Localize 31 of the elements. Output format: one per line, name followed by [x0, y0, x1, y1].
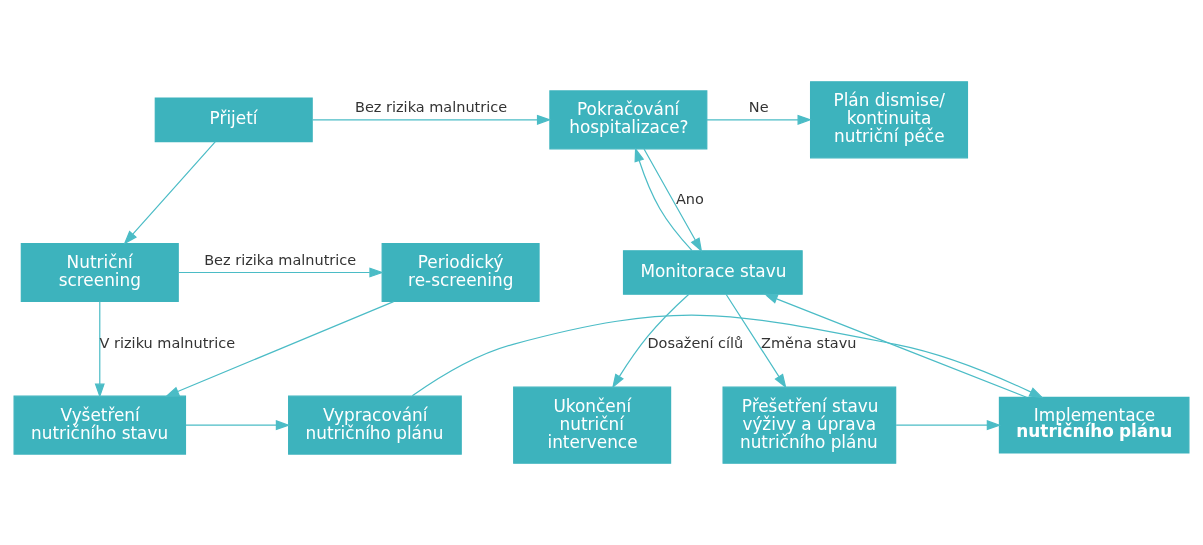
arrow — [895, 420, 1002, 431]
arrow — [94, 301, 105, 399]
edge-label: Ne — [748, 99, 769, 116]
edge-label: Ano — [675, 191, 704, 208]
node-box: Plán dismise/ kontinuita nutriční péče — [809, 81, 969, 159]
node-box: Vypracování nutričního plánu — [288, 395, 462, 455]
node-box: Vyšetření nutričního stavu — [13, 395, 187, 455]
node-box: Periodický re-screening — [381, 242, 540, 303]
edge-label: Bez rizika malnutrice — [204, 251, 357, 268]
edge-label: Dosažení cílů — [647, 335, 744, 352]
node-box: Monitorace stavu — [622, 250, 803, 295]
edge-label: Změna stavu — [761, 335, 857, 352]
edge-label: Bez rizika malnutrice — [355, 99, 508, 116]
arrow — [312, 114, 552, 125]
arrow — [177, 267, 384, 278]
node-box: Nutriční screening — [20, 242, 179, 303]
node-box: Přešetření stavu výživy a úprava nutričního plánu — [722, 386, 897, 464]
arrow — [411, 314, 1044, 399]
node-box: Ukončení nutriční intervence — [513, 386, 672, 464]
arrow — [706, 114, 812, 125]
arrow — [725, 293, 787, 389]
node-box: Implementace nutričního plánu — [998, 396, 1190, 454]
arrow — [634, 147, 693, 252]
arrow — [643, 148, 703, 253]
node-box: Přijetí — [154, 97, 313, 143]
arrow — [612, 293, 690, 389]
arrow — [164, 301, 395, 397]
arrow — [763, 293, 1028, 398]
arrow — [185, 420, 291, 431]
arrow — [123, 141, 216, 245]
node-box: Pokračování hospitalizace? — [549, 90, 708, 150]
